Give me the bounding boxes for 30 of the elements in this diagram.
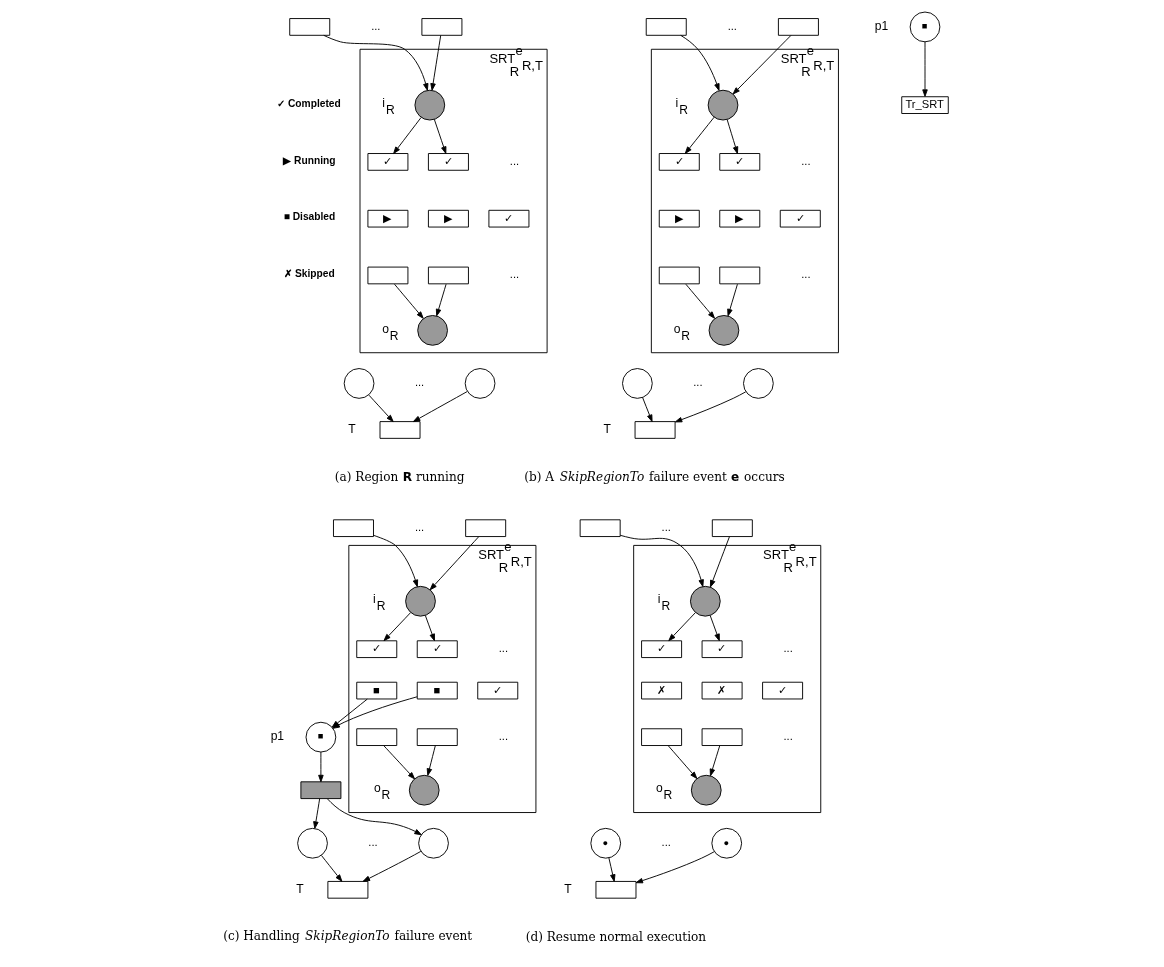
label: ... bbox=[509, 154, 520, 167]
node-label: T bbox=[603, 422, 611, 437]
label: ... bbox=[727, 19, 737, 32]
label: ... bbox=[783, 730, 793, 743]
label: (d) Resume normal execution bbox=[525, 930, 707, 945]
label: (a) Region R running bbox=[334, 469, 465, 484]
legend-label: ✓ Completed bbox=[277, 97, 341, 109]
label: ... bbox=[661, 521, 671, 534]
label: ... bbox=[371, 19, 381, 32]
label: (b) A SkipRegionTo failure event e occurs bbox=[524, 469, 785, 484]
node-label: T bbox=[564, 881, 572, 896]
label: (c) Handling SkipRegionTo failure event bbox=[223, 929, 473, 944]
label: ... bbox=[801, 154, 811, 167]
label: ... bbox=[801, 268, 811, 281]
node-label: p1 bbox=[874, 19, 889, 34]
legend-label: ✗ Skipped bbox=[284, 268, 335, 280]
node-label: T bbox=[296, 881, 304, 896]
node-label: p1 bbox=[270, 729, 285, 744]
legend-label: ▶ Running bbox=[283, 154, 336, 166]
label: ... bbox=[368, 836, 378, 849]
label: ... bbox=[509, 268, 520, 281]
node-label: T bbox=[348, 422, 356, 437]
legend-label: ■ Disabled bbox=[283, 211, 336, 223]
label: ... bbox=[498, 642, 508, 655]
label: ... bbox=[414, 376, 425, 389]
label: ... bbox=[693, 376, 703, 389]
label: ... bbox=[783, 642, 793, 655]
label: ... bbox=[498, 730, 508, 743]
label: ... bbox=[661, 836, 671, 849]
label: ... bbox=[414, 521, 425, 534]
